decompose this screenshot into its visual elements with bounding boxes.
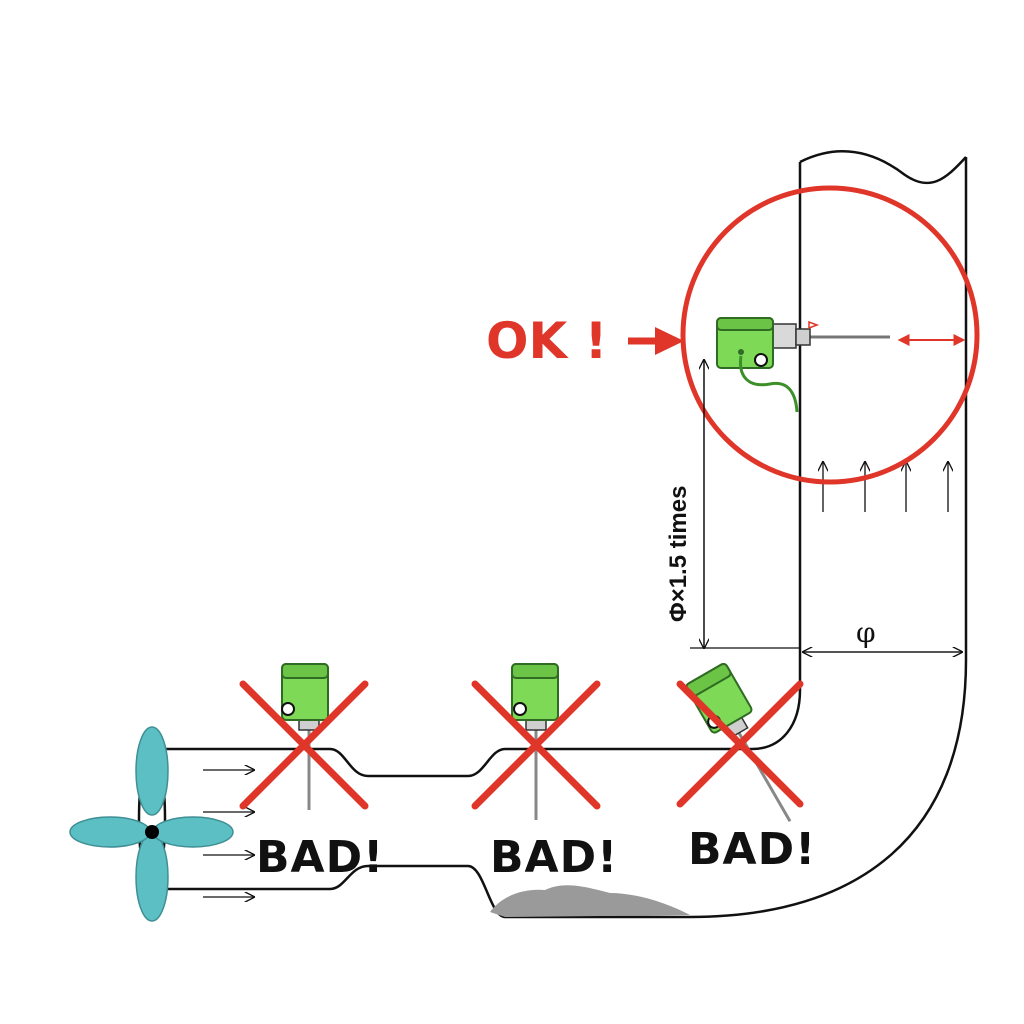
cross-mark-icon xyxy=(239,680,369,810)
bad-label: BAD! xyxy=(688,824,816,875)
bad-sensor-1: BAD! xyxy=(239,663,384,883)
ok-label: OK ! xyxy=(486,312,607,370)
distance-label: Φ×1.5 times xyxy=(665,486,692,622)
sediment xyxy=(490,885,690,917)
cross-mark-icon xyxy=(471,680,601,810)
horizontal-flow-arrows xyxy=(203,770,254,897)
bad-label: BAD! xyxy=(256,832,384,883)
level-sensor-icon xyxy=(281,663,329,810)
diameter-label: φ xyxy=(856,616,876,649)
level-sensor-icon xyxy=(716,317,890,413)
red-arrow-icon xyxy=(628,327,684,355)
vertical-flow-arrows xyxy=(823,462,948,512)
bad-sensor-3: BAD! xyxy=(676,662,816,875)
cross-mark-icon xyxy=(676,680,804,808)
bad-label: BAD! xyxy=(490,832,618,883)
distance-dimension xyxy=(690,360,800,648)
ok-sensor xyxy=(680,185,980,485)
ok-highlight-circle xyxy=(680,185,980,485)
fan-icon xyxy=(69,726,234,922)
level-sensor-icon xyxy=(511,663,559,820)
pipe xyxy=(137,150,968,919)
bad-sensor-2: BAD! xyxy=(471,663,618,883)
